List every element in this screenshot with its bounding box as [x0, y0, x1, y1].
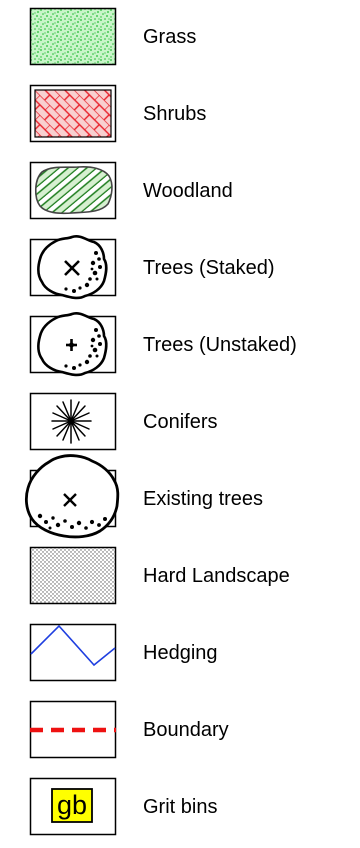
- tree-staked-icon: [29, 235, 117, 300]
- legend-item-grass: Grass: [0, 7, 360, 78]
- shrubs-swatch-icon: [29, 84, 117, 143]
- legend-item-hedging: Hedging: [0, 623, 360, 694]
- legend-label: Grit bins: [143, 796, 218, 818]
- legend-item-existing-trees: Existing trees: [0, 454, 360, 540]
- legend-label: Trees (Unstaked): [143, 334, 297, 356]
- legend-label: Hard Landscape: [143, 565, 290, 587]
- legend-label: Grass: [143, 26, 197, 48]
- legend-item-hard-landscape: Hard Landscape: [0, 546, 360, 617]
- woodland-swatch-icon: [29, 161, 117, 220]
- legend-label: Shrubs: [143, 103, 207, 125]
- legend-label: Boundary: [143, 719, 229, 741]
- legend-label: Existing trees: [143, 488, 264, 510]
- legend-item-trees-unstaked: Trees (Unstaked): [0, 312, 360, 386]
- legend-item-trees-staked: Trees (Staked): [0, 235, 360, 309]
- legend-label: Hedging: [143, 642, 218, 664]
- boundary-line-icon: [29, 700, 117, 759]
- legend-item-boundary: Boundary: [0, 700, 360, 771]
- existing-tree-icon: [24, 454, 120, 539]
- legend-item-woodland: Woodland: [0, 161, 360, 232]
- legend-label: Woodland: [143, 180, 233, 202]
- grass-swatch-icon: [29, 7, 117, 66]
- legend-item-conifers: Conifers: [0, 392, 360, 463]
- hard-landscape-swatch-icon: [29, 546, 117, 605]
- conifer-icon: [29, 392, 117, 451]
- legend-item-shrubs: Shrubs: [0, 84, 360, 155]
- hedging-line-icon: [29, 623, 117, 682]
- grit-bin-badge-text: gb: [57, 790, 87, 820]
- grit-bin-icon: gb: [29, 777, 117, 836]
- legend-item-grit-bins: gb Grit bins: [0, 777, 360, 848]
- legend-label: Conifers: [143, 411, 218, 433]
- tree-unstaked-icon: [29, 312, 117, 377]
- legend-label: Trees (Staked): [143, 257, 275, 279]
